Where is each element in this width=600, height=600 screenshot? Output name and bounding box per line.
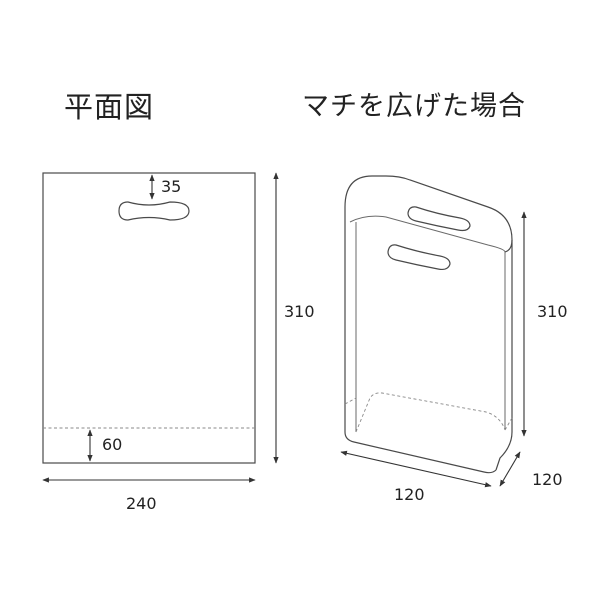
bottom-fold-label: 60	[102, 435, 123, 454]
gusset-height-label: 310	[537, 302, 568, 321]
gusset-bottom-fold-back	[355, 392, 506, 433]
gusset-bottom-corner-left	[344, 397, 357, 405]
gusset-front-handle-hole	[387, 244, 451, 271]
gusset-depth-label: 120	[532, 470, 563, 489]
gusset-left-bottom-edge	[344, 207, 497, 474]
gusset-top-edge	[344, 175, 513, 253]
gusset-depth-arrow	[499, 451, 521, 487]
gusset-front-top-curve	[349, 215, 506, 253]
gusset-back-handle-hole	[407, 206, 471, 232]
flat-width-label: 240	[126, 494, 157, 513]
gusset-width-arrow	[340, 450, 492, 488]
gusset-bag	[340, 175, 527, 488]
flat-bag	[42, 172, 279, 483]
gusset-right-edge	[495, 240, 513, 471]
gusset-view-title: マチを広げた場合	[302, 91, 526, 122]
handle-offset-label: 35	[161, 177, 182, 196]
flat-handle-hole	[118, 201, 190, 221]
flat-view-title: 平面図	[64, 90, 155, 124]
flat-height-label: 310	[284, 302, 315, 321]
flat-bag-outline	[42, 172, 256, 464]
gusset-width-label: 120	[394, 485, 425, 504]
gusset-bottom-corner-right	[504, 417, 513, 431]
